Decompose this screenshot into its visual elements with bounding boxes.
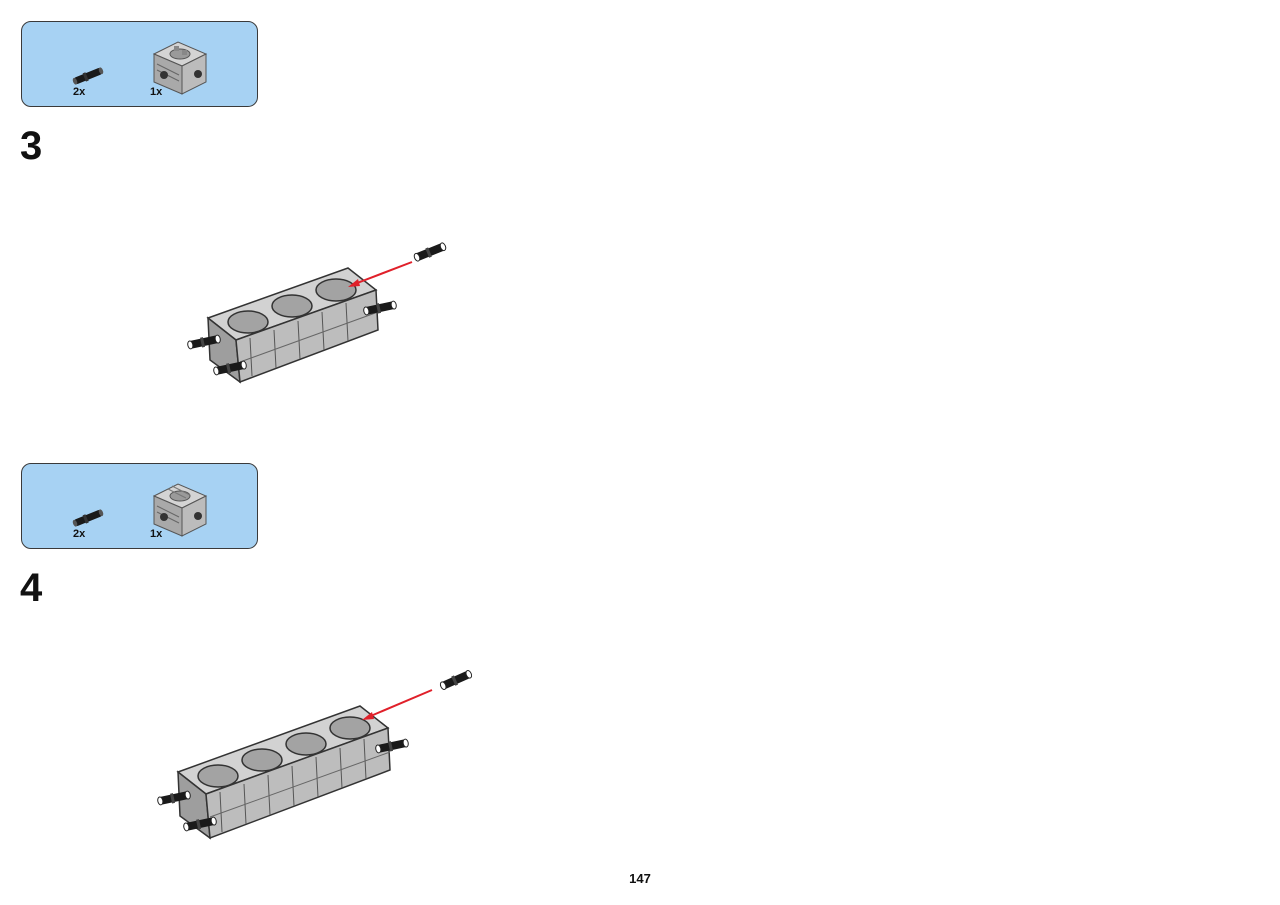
part-quantity: 2x [73,86,86,98]
page-number: 147 [629,871,651,886]
connector-pin-to-insert [438,668,474,692]
connector-pin-icon [72,67,104,85]
parts-callout-art [72,483,208,537]
engine-cylinder-block-icon [152,41,208,95]
connector-pin-to-insert [412,240,448,264]
engine-cylinder-block-icon [152,483,208,537]
step-number: 4 [20,566,43,610]
cylinder-block-assembly [206,267,379,384]
cylinder-block-assembly [176,705,391,840]
step-number: 3 [20,124,43,168]
parts-callout-step-4: 2x 1x [21,463,258,549]
part-quantity: 1x [150,528,163,540]
part-quantity: 1x [150,86,163,98]
insertion-arrow [348,261,413,287]
insertion-arrow [362,689,433,720]
assembly-illustration-step-3 [186,240,448,384]
connector-pin-icon [72,509,104,527]
part-quantity: 2x [73,528,86,540]
parts-callout-art [72,41,208,95]
assembly-illustration-step-4 [156,668,474,840]
parts-callout-step-3: 2x 1x [21,21,258,107]
